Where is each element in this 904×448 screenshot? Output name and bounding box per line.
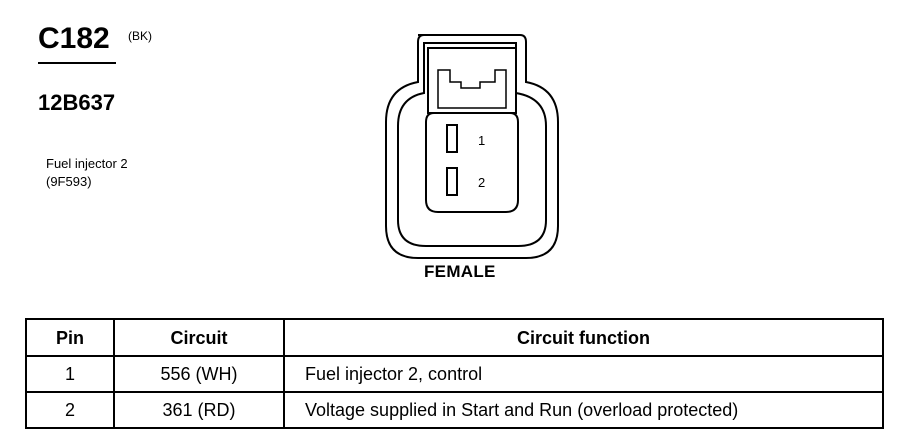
terminal-body [425,112,519,213]
header-pin: Pin [25,318,115,357]
component-description: Fuel injector 2 (9F593) [46,155,128,191]
header-circuit: Circuit [113,318,285,357]
connector-inner-housing [397,42,547,247]
cell-circuit: 361 (RD) [113,391,285,429]
locking-tab [427,47,517,114]
pin-label-2: 2 [478,175,485,190]
pin-cavity-1 [446,124,458,153]
table-row: 2 361 (RD) Voltage supplied in Start and… [25,391,884,429]
component-name: Fuel injector 2 [46,156,128,171]
table-row: 1 556 (WH) Fuel injector 2, control [25,355,884,393]
table-header-row: Pin Circuit Circuit function [25,318,884,357]
cell-pin: 2 [25,391,115,429]
cell-circuit-function: Voltage supplied in Start and Run (overl… [283,391,884,429]
part-number: 12B637 [38,90,116,115]
connector-color-code: (BK) [128,29,152,43]
connector-face-diagram: 1 2 [385,34,559,259]
connector-id: C182 [38,22,110,55]
header-circuit-function: Circuit function [283,318,884,357]
pinout-table: Pin Circuit Circuit function 1 556 (WH) … [25,318,884,429]
locking-tab-notch [437,69,507,109]
cell-circuit: 556 (WH) [113,355,285,393]
cell-pin: 1 [25,355,115,393]
pin-cavity-2 [446,167,458,196]
connector-outer-housing [385,34,559,259]
cell-circuit-function: Fuel injector 2, control [283,355,884,393]
pin-label-1: 1 [478,133,485,148]
component-code: (9F593) [46,174,92,189]
connector-id-underline [38,62,116,64]
connector-gender-label: FEMALE [424,262,496,281]
